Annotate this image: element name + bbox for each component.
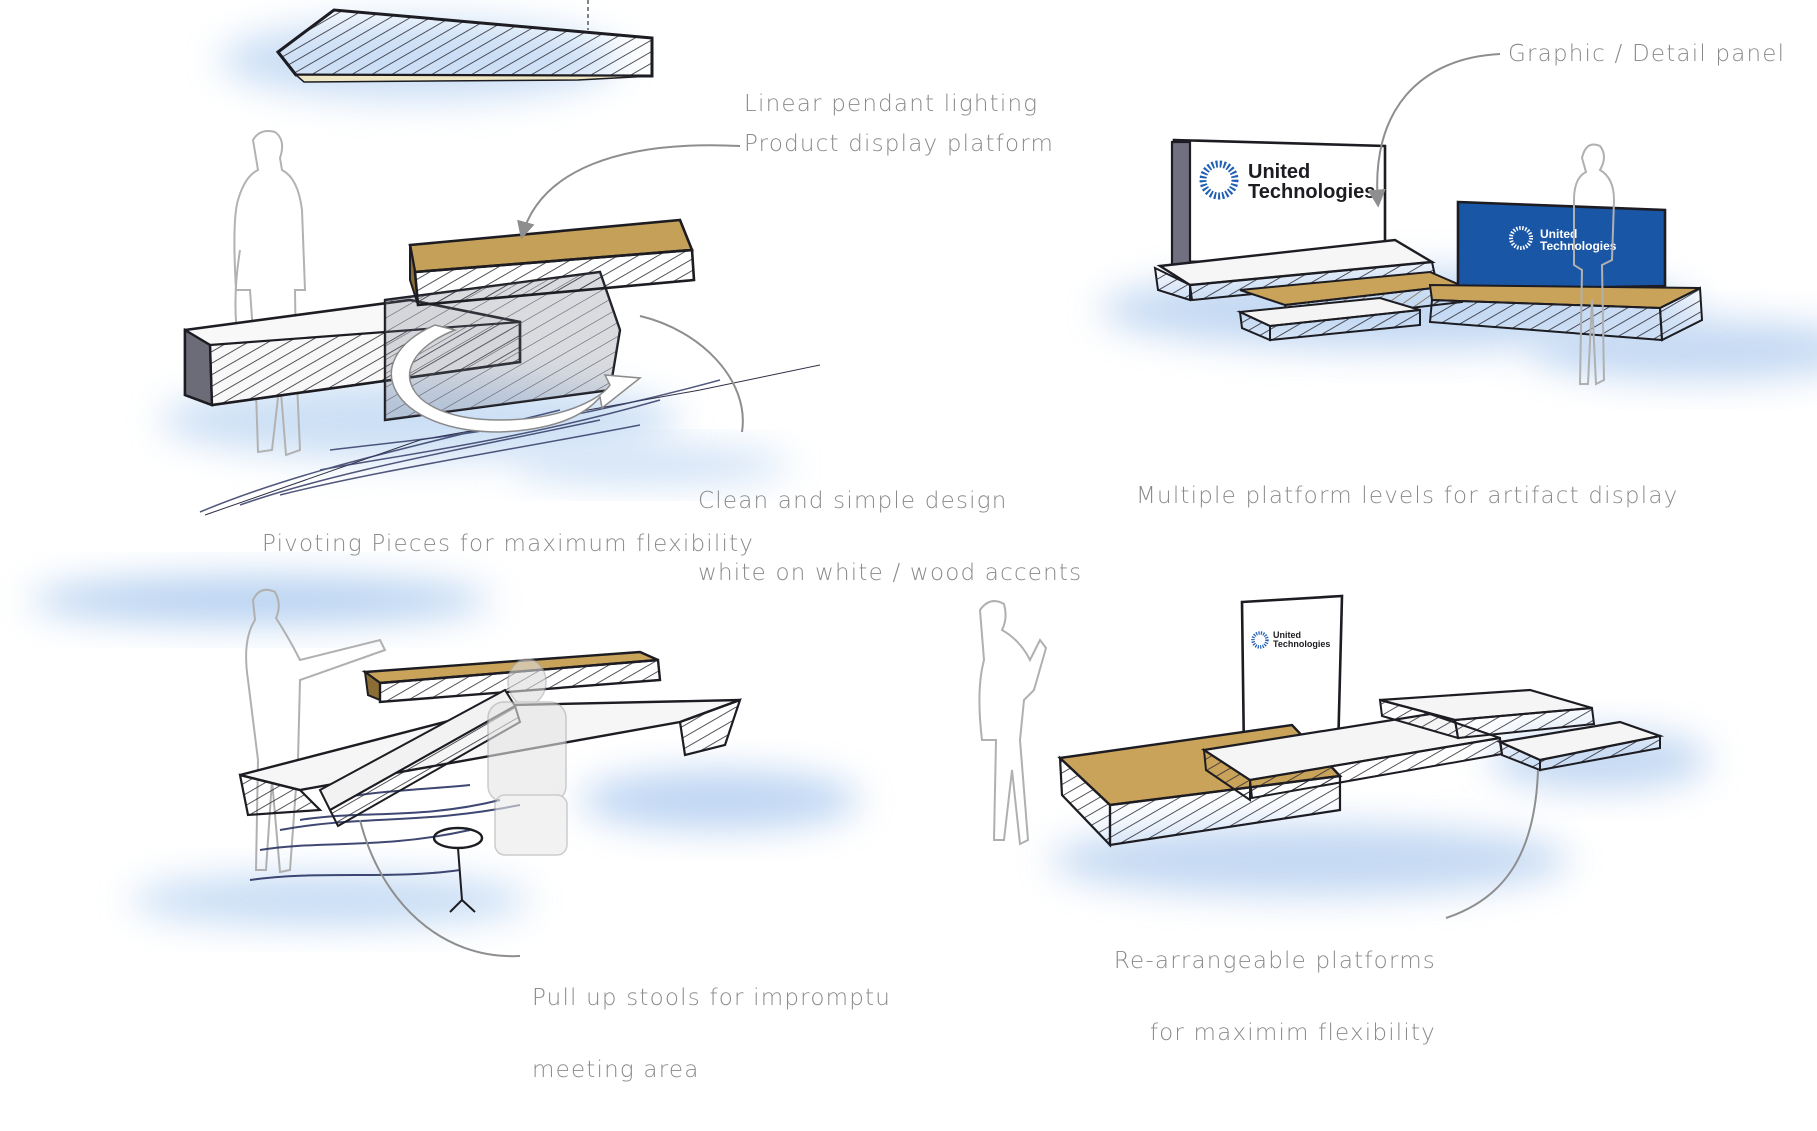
label-clean-simple-line1: Clean and simple design <box>698 488 1008 514</box>
label-multiple-platform-levels: Multiple platform levels for artifact di… <box>1136 483 1679 509</box>
label-clean-simple-design: Clean and simple design white on white /… <box>698 441 1082 633</box>
label-clean-simple-line2: white on white / wood accents <box>698 560 1083 586</box>
label-rearrangeable-platforms: Re-arrangeable platforms for maximim fle… <box>1100 901 1436 1093</box>
sign-logo-line2: Technologies <box>1273 639 1330 649</box>
brand-logo-sign: United Technologies <box>1251 630 1330 649</box>
brand-logo-blue-panel: United Technologies <box>1509 226 1617 253</box>
label-rearrangeable-line2: for maximim flexibility <box>1149 1020 1436 1046</box>
concept-sketch-board: United Technologies United Technologies <box>30 0 1817 958</box>
linear-pendant-light-sketch <box>275 0 654 83</box>
label-linear-pendant-lighting: Linear pendant lighting <box>744 91 1039 117</box>
label-pull-up-stools-line1: Pull up stools for impromptu <box>532 985 892 1011</box>
meeting-area-sketch <box>238 588 742 958</box>
label-product-display-platform: Product display platform <box>744 131 1055 157</box>
logo-text-line1: United <box>1248 161 1310 183</box>
sketch-canvas: United Technologies United Technologies <box>30 0 1817 1082</box>
label-pull-up-stools: Pull up stools for impromptu meeting are… <box>532 938 891 1130</box>
label-pivoting-pieces: Pivoting Pieces for maximum flexibility <box>262 531 755 557</box>
logo-text-line2: Technologies <box>1248 181 1375 203</box>
pivoting-platform-sketch <box>183 130 821 516</box>
label-pull-up-stools-line2: meeting area <box>532 1057 700 1083</box>
multi-level-platform-sketch: United Technologies United Technologies <box>1153 53 1704 386</box>
label-rearrangeable-line1: Re-arrangeable platforms <box>1113 948 1436 974</box>
logo-blue-text-line1: United <box>1540 227 1577 241</box>
logo-blue-text-line2: Technologies <box>1540 239 1617 253</box>
sign-logo-line1: United <box>1273 630 1301 640</box>
rearrangeable-platform-sketch: United Technologies <box>978 594 1665 919</box>
brand-logo-white-panel: United Technologies <box>1199 160 1375 203</box>
label-graphic-detail-panel: Graphic / Detail panel <box>1508 41 1786 67</box>
